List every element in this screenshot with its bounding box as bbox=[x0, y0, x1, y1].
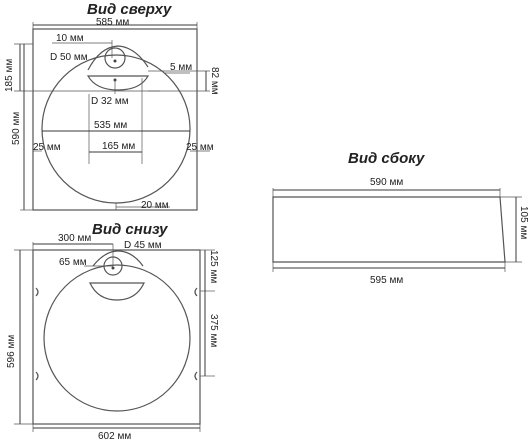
faucet-hole bbox=[104, 47, 126, 69]
dim-d50: D 50 мм bbox=[50, 52, 88, 63]
faucet-lobe bbox=[87, 45, 149, 71]
dim-d45: D 45 мм bbox=[124, 240, 162, 251]
top-view: Вид сверху 585 мм 10 мм D 50 мм 5 мм 82 … bbox=[4, 1, 220, 211]
bracket-left-bottom bbox=[35, 371, 39, 381]
dim-side-595: 595 мм bbox=[370, 275, 403, 286]
dim-375: 375 мм bbox=[208, 314, 219, 347]
dim-20: 20 мм bbox=[141, 200, 169, 211]
dim-5: 5 мм bbox=[170, 62, 192, 73]
dim-165: 165 мм bbox=[102, 141, 135, 152]
dim-25-right: 25 мм bbox=[186, 142, 214, 153]
dim-10: 10 мм bbox=[56, 33, 84, 44]
side-view-title: Вид сбоку bbox=[348, 150, 425, 167]
top-square bbox=[32, 28, 198, 211]
bracket-right-bottom bbox=[194, 371, 198, 381]
dim-185: 185 мм bbox=[4, 59, 15, 92]
dim-side-590: 590 мм bbox=[370, 177, 403, 188]
bottom-view: Вид снизу 300 мм D 45 мм 65 мм 125 мм 37… bbox=[6, 221, 219, 441]
bracket-right-top bbox=[194, 287, 198, 297]
dim-25-left: 25 мм bbox=[33, 142, 61, 153]
dim-585: 585 мм bbox=[96, 17, 129, 28]
dim-side-105: 105 мм bbox=[518, 206, 529, 239]
faucet-hole-center bbox=[113, 59, 117, 63]
bottom-bowl bbox=[43, 264, 191, 412]
bottom-overflow bbox=[89, 282, 145, 301]
dim-590: 590 мм bbox=[11, 112, 22, 145]
dim-535: 535 мм bbox=[94, 120, 127, 131]
bottom-view-title: Вид снизу bbox=[92, 221, 168, 238]
dim-65: 65 мм bbox=[59, 257, 87, 268]
dim-300: 300 мм bbox=[58, 233, 91, 244]
dim-d32: D 32 мм bbox=[91, 96, 129, 107]
bottom-square bbox=[32, 249, 201, 425]
bottom-hole-center bbox=[111, 266, 115, 270]
dim-82: 82 мм bbox=[209, 67, 220, 95]
side-profile bbox=[272, 196, 506, 263]
top-view-title: Вид сверху bbox=[87, 1, 172, 18]
dim-602: 602 мм bbox=[98, 431, 131, 441]
bracket-left-top bbox=[35, 287, 39, 297]
bottom-lobe bbox=[92, 250, 144, 267]
dim-596: 596 мм bbox=[6, 335, 17, 368]
side-view: Вид сбоку 590 мм 105 мм 595 мм bbox=[272, 150, 529, 286]
dim-125: 125 мм bbox=[208, 250, 219, 283]
overflow-bowl bbox=[86, 75, 150, 91]
